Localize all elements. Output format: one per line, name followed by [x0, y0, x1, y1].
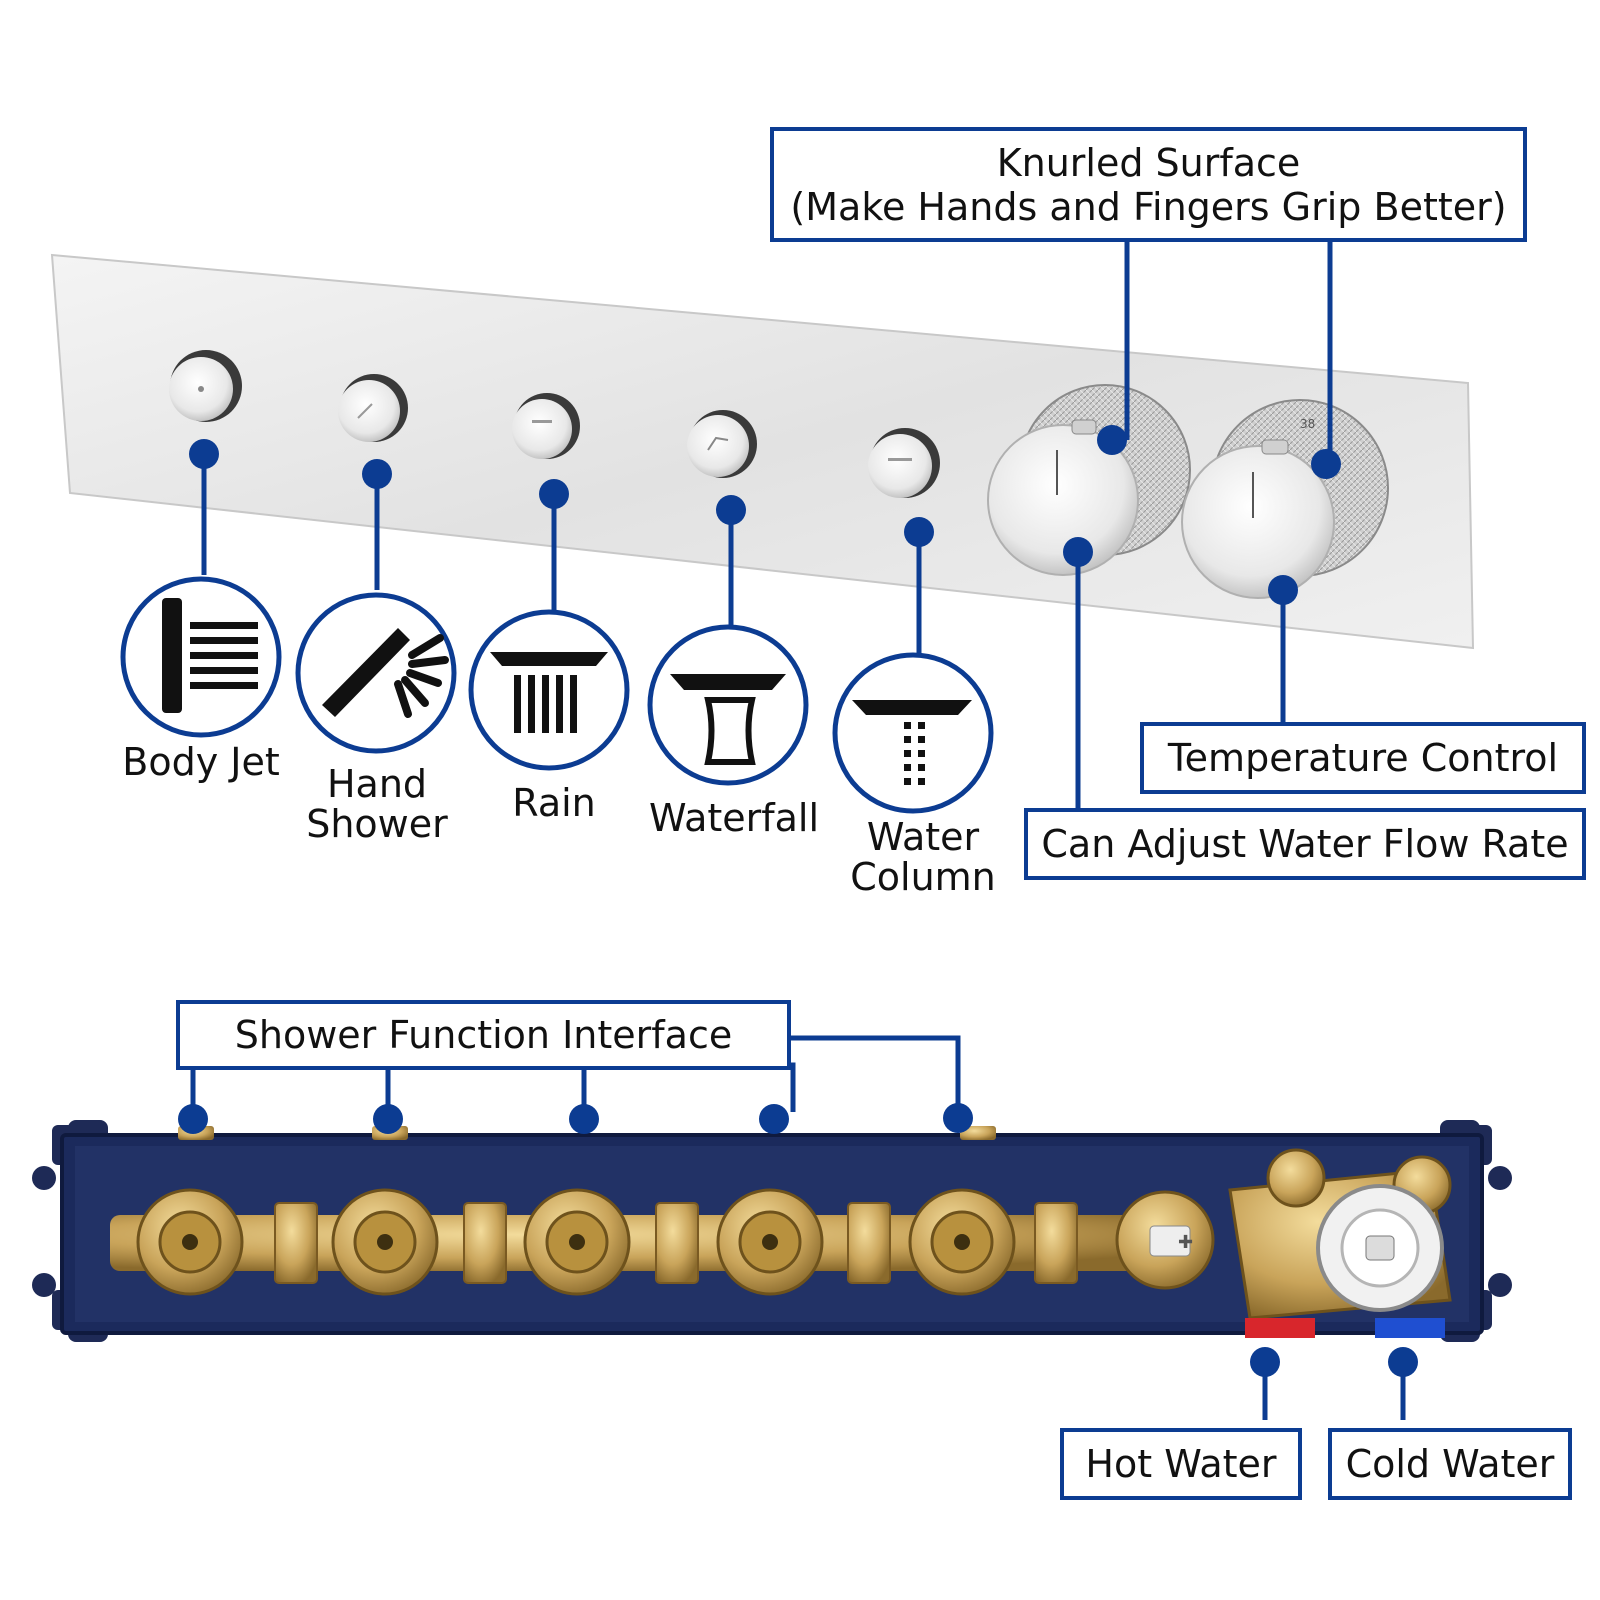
- shower-function-interface-callout: Shower Function Interface: [176, 1000, 791, 1070]
- interface-label: Shower Function Interface: [234, 1013, 733, 1057]
- function-label-waterfall: Waterfall: [624, 798, 844, 838]
- function-label-hand-shower: Hand Shower: [272, 764, 482, 844]
- hand-shower-icon: [295, 592, 457, 754]
- hot-water-label: Hot Water: [1085, 1442, 1277, 1486]
- hand-shower-button[interactable]: [338, 374, 408, 442]
- valve-head: [908, 1188, 1016, 1296]
- cold-inlet: [1375, 1318, 1445, 1338]
- flow-control-knob[interactable]: [987, 384, 1191, 576]
- function-label-water-column: Water Column: [813, 817, 1033, 897]
- cold-water-label: Cold Water: [1345, 1442, 1555, 1486]
- function-label-line: Body Jet: [122, 740, 280, 784]
- function-label-rain: Rain: [449, 783, 659, 823]
- water-column-icon: [832, 652, 994, 814]
- temperature-control-label: Temperature Control: [1167, 736, 1559, 780]
- hot-inlet: [1245, 1318, 1315, 1338]
- function-label-line: Water: [866, 815, 980, 859]
- function-label-line: Column: [850, 855, 996, 899]
- knurled-title: Knurled Surface: [996, 140, 1301, 185]
- leader-lines-top: [201, 240, 1333, 810]
- function-label-line: Shower: [306, 802, 448, 846]
- valve-head: [523, 1188, 631, 1296]
- function-label-body-jet: Body Jet: [96, 742, 306, 782]
- knurled-subtitle: (Make Hands and Fingers Grip Better): [790, 184, 1507, 229]
- hot-water-callout: Hot Water: [1060, 1428, 1302, 1500]
- valve-head: [716, 1188, 824, 1296]
- function-label-line: Hand: [326, 762, 428, 806]
- rain-icon: [468, 609, 630, 771]
- water-column-button[interactable]: [868, 428, 940, 498]
- waterfall-button[interactable]: [687, 410, 757, 478]
- thermostatic-cartridge: [1228, 1148, 1452, 1320]
- waterfall-icon: [647, 624, 809, 786]
- marker-dots-bottom: [178, 1103, 1418, 1377]
- valve-head: [331, 1188, 439, 1296]
- shower-panel: 38: [50, 253, 1475, 650]
- flow-cartridge: ✚: [1115, 1190, 1215, 1290]
- marker-dots-top: [189, 425, 1341, 605]
- valve-head: [136, 1188, 244, 1296]
- temperature-control-callout: Temperature Control: [1140, 722, 1586, 794]
- svg-text:✚: ✚: [1178, 1232, 1193, 1253]
- valve-box: ✚: [32, 1120, 1512, 1342]
- cold-water-callout: Cold Water: [1328, 1428, 1572, 1500]
- rain-button[interactable]: [512, 393, 580, 459]
- knurled-surface-callout: Knurled Surface (Make Hands and Fingers …: [770, 127, 1527, 242]
- body-jet-button[interactable]: [169, 350, 242, 422]
- temperature-dial-mark: 38: [1300, 417, 1315, 431]
- flow-rate-label: Can Adjust Water Flow Rate: [1041, 822, 1569, 866]
- body-jet-icon: [120, 576, 282, 738]
- temperature-control-knob[interactable]: 38: [1181, 399, 1389, 599]
- function-label-line: Rain: [512, 781, 596, 825]
- flow-rate-callout: Can Adjust Water Flow Rate: [1024, 808, 1586, 880]
- function-label-line: Waterfall: [648, 796, 820, 840]
